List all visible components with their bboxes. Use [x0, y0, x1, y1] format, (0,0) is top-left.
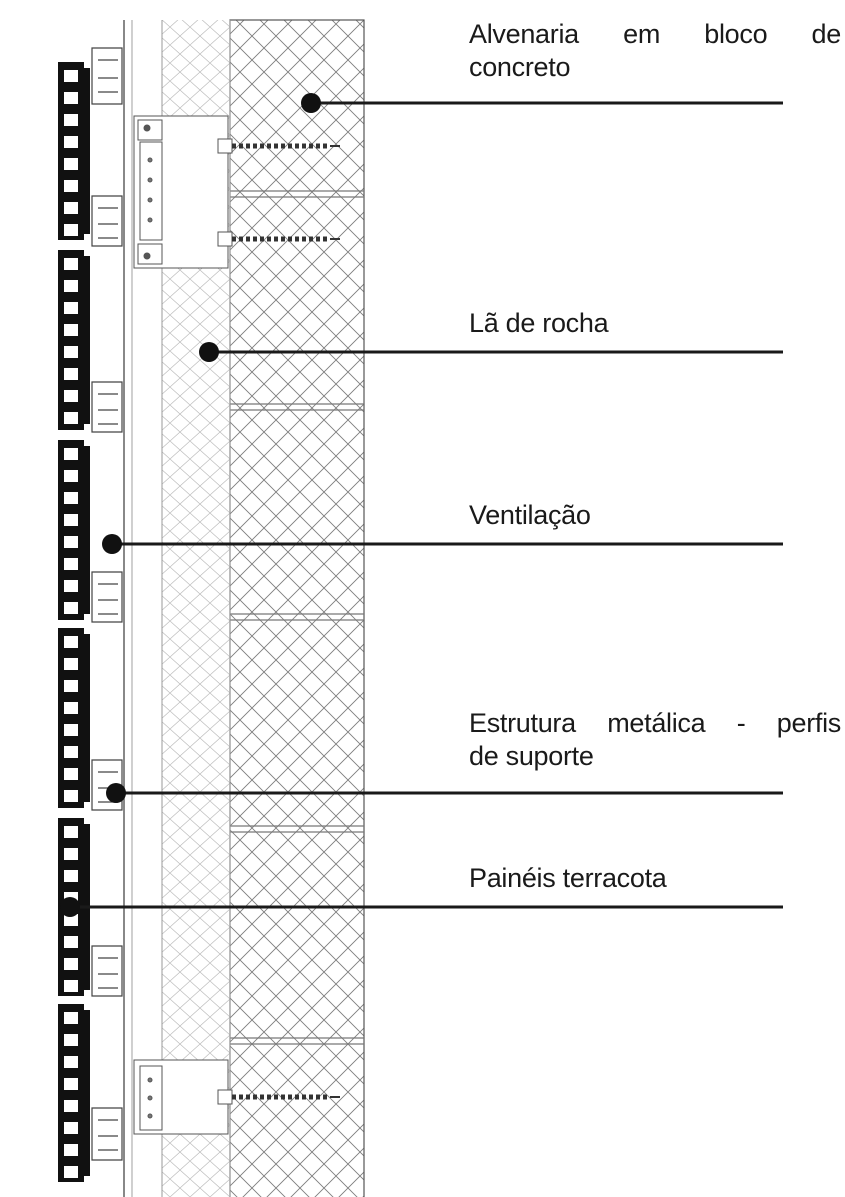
callout-estrutura [106, 783, 783, 803]
label-alvenaria-line2: concreto [469, 52, 571, 82]
label-la-de-rocha: Lã de rocha [469, 308, 609, 338]
callout-paineis [60, 897, 783, 917]
anchor-bracket-top [133, 115, 340, 269]
label-paineis: Painéis terracota [469, 863, 667, 893]
callout-la-de-rocha [199, 342, 783, 362]
ventilation-gap [123, 20, 133, 1197]
masonry-wall [229, 19, 365, 1197]
terracotta-panel [58, 440, 90, 620]
label-estrutura-line2: de suporte [469, 741, 594, 771]
label-alvenaria: Alvenaria em bloco de concreto [469, 18, 841, 84]
label-estrutura-line1: Estrutura metálica - perfis [469, 708, 841, 738]
terracotta-panel [58, 1004, 90, 1182]
terracotta-panel [58, 62, 90, 240]
support-clips [91, 47, 123, 1161]
label-alvenaria-line1: Alvenaria em bloco de [469, 19, 841, 49]
terracotta-panel [58, 250, 90, 430]
terracotta-panel [58, 628, 90, 808]
label-estrutura: Estrutura metálica - perfis de suporte [469, 707, 841, 773]
anchor-bracket-bottom [133, 1059, 340, 1135]
terracotta-panels [58, 62, 90, 1182]
callout-alvenaria [301, 93, 783, 113]
label-ventilacao: Ventilação [469, 500, 591, 530]
callout-ventilacao [102, 534, 783, 554]
